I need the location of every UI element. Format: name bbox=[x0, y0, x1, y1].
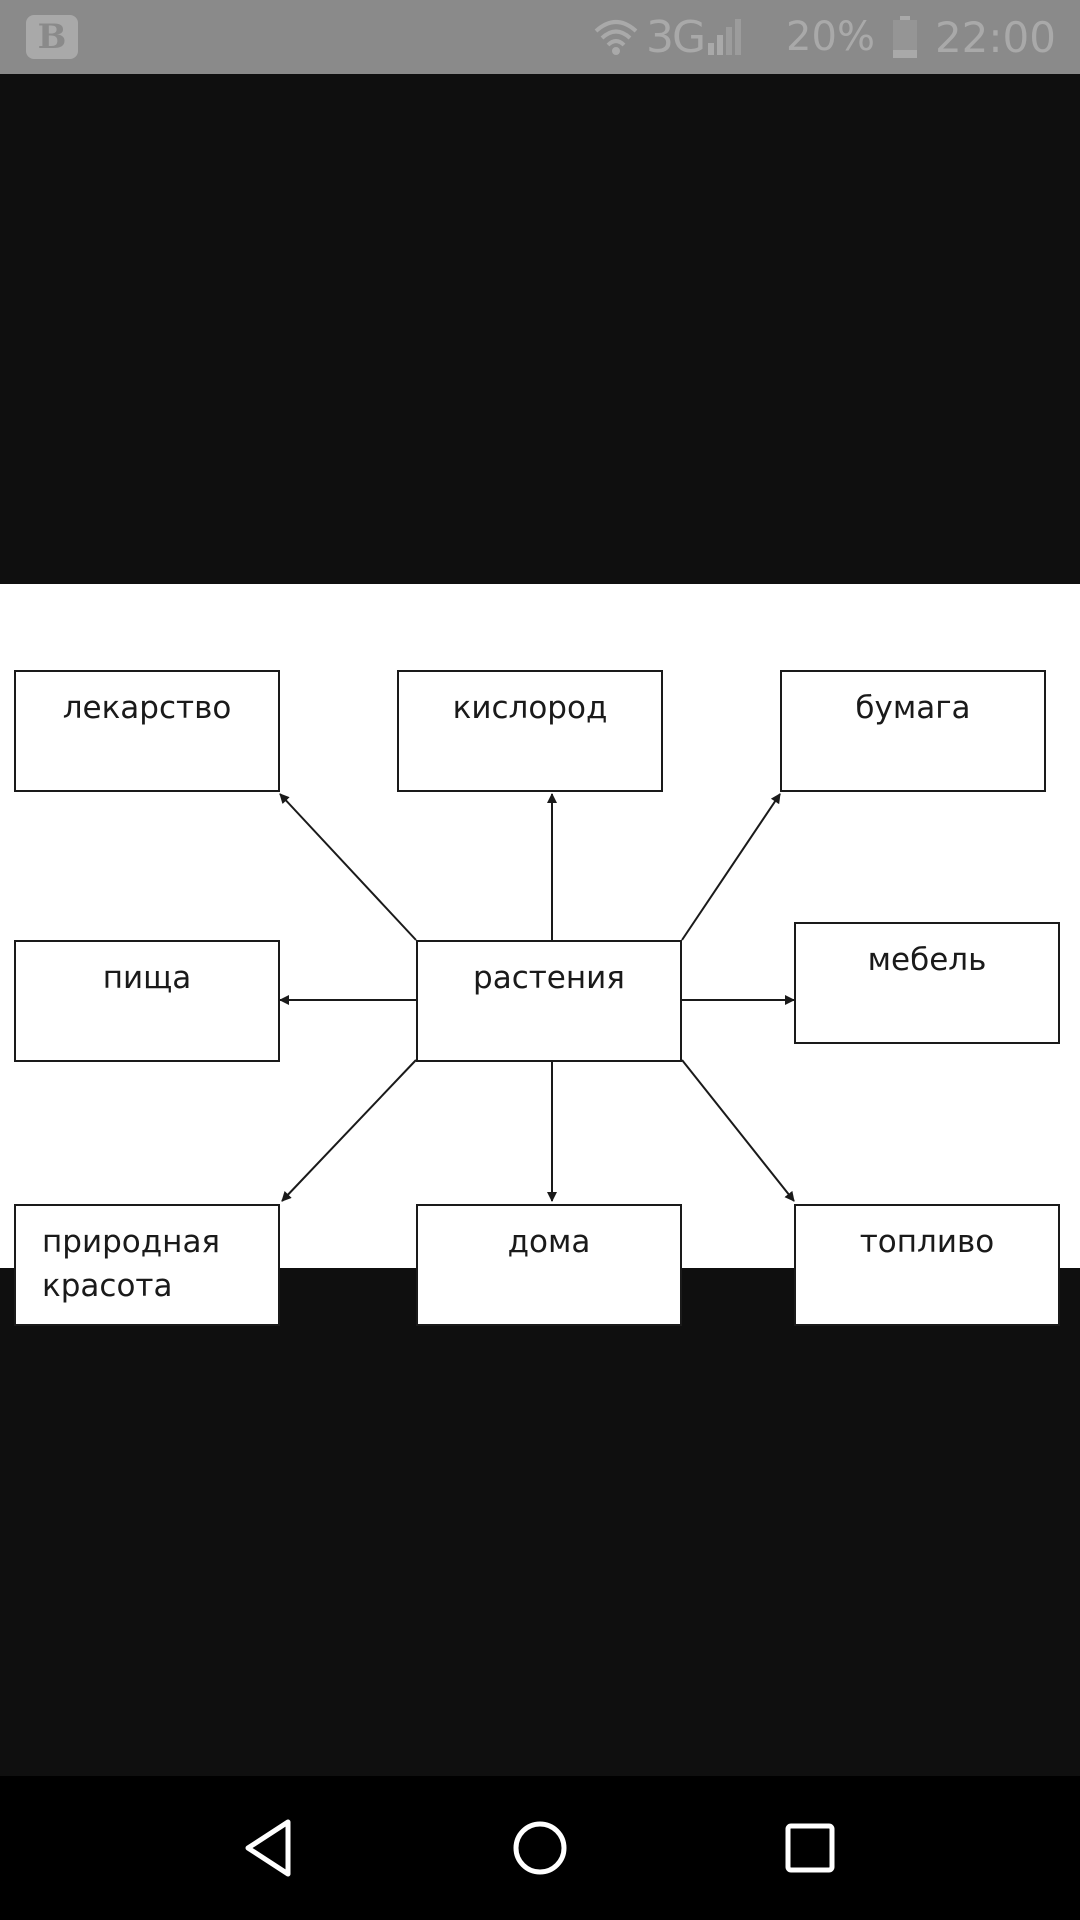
node-food-label: пища bbox=[102, 960, 192, 996]
navigation-bar bbox=[0, 1776, 1080, 1920]
home-icon[interactable] bbox=[506, 1814, 574, 1882]
battery-icon bbox=[892, 16, 917, 58]
arrow-to-fuel bbox=[681, 1059, 795, 1202]
signal-strength-icon bbox=[708, 19, 742, 55]
node-natural-beauty: природная красота bbox=[14, 1204, 280, 1326]
arrow-to-paper bbox=[681, 793, 781, 941]
back-icon[interactable] bbox=[236, 1814, 304, 1882]
image-viewer[interactable]: лекарство кислород бумага пища растения … bbox=[0, 74, 1080, 1776]
node-houses-label: дома bbox=[507, 1224, 591, 1260]
node-food: пища bbox=[14, 940, 280, 1062]
status-indicators: 3G 20% 22:00 bbox=[592, 0, 1056, 74]
node-oxygen: кислород bbox=[397, 670, 663, 792]
node-center-label: растения bbox=[473, 960, 625, 996]
node-beauty-label-line2: красота bbox=[42, 1268, 173, 1304]
node-beauty-label-line1: природная bbox=[42, 1224, 221, 1260]
node-furniture-label: мебель bbox=[867, 942, 987, 978]
diagram-connectors bbox=[279, 793, 795, 1202]
node-furniture: мебель bbox=[794, 922, 1060, 1044]
network-type-label: 3G bbox=[645, 11, 706, 63]
status-bar: B 3G 20% 22:00 bbox=[0, 0, 1080, 74]
node-fuel: топливо bbox=[794, 1204, 1060, 1326]
node-center-plants: растения bbox=[416, 940, 682, 1062]
arrow-to-beauty bbox=[281, 1059, 417, 1202]
battery-percentage: 20% bbox=[786, 14, 875, 60]
node-fuel-label: топливо bbox=[859, 1224, 995, 1260]
wifi-icon bbox=[594, 20, 638, 55]
app-notification-icon: B bbox=[26, 15, 78, 59]
node-paper-label: бумага bbox=[855, 690, 971, 726]
recents-icon[interactable] bbox=[776, 1814, 844, 1882]
clock: 22:00 bbox=[934, 12, 1056, 62]
node-medicine: лекарство bbox=[14, 670, 280, 792]
node-houses: дома bbox=[416, 1204, 682, 1326]
node-oxygen-label: кислород bbox=[452, 690, 608, 726]
diagram-image: лекарство кислород бумага пища растения … bbox=[0, 584, 1080, 1326]
node-paper: бумага bbox=[780, 670, 1046, 792]
node-medicine-label: лекарство bbox=[62, 690, 232, 726]
arrow-to-medicine bbox=[279, 793, 417, 941]
